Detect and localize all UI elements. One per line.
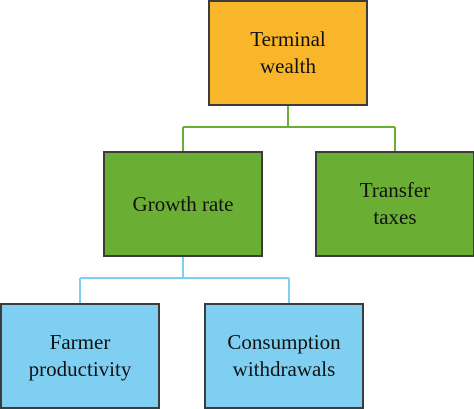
terminal-wealth-label: Terminal wealth <box>250 26 326 80</box>
transfer-taxes-box: Transfer taxes <box>315 151 474 257</box>
root-to-level2-connectors <box>182 106 396 151</box>
terminal-wealth-box: Terminal wealth <box>208 0 368 106</box>
terminal-wealth-line2: wealth <box>260 54 316 78</box>
farmer-productivity-label: Farmer productivity <box>29 329 132 383</box>
growth-rate-label: Growth rate <box>133 191 234 218</box>
farmer-productivity-line1: Farmer <box>49 330 111 354</box>
terminal-wealth-line1: Terminal <box>250 27 326 51</box>
transfer-taxes-label: Transfer taxes <box>360 177 430 231</box>
transfer-taxes-line1: Transfer <box>359 178 431 202</box>
consumption-withdrawals-box: Consumption withdrawals <box>204 303 364 409</box>
consumption-withdrawals-line2: withdrawals <box>232 357 336 381</box>
growth-rate-line1: Growth rate <box>132 191 234 216</box>
consumption-withdrawals-line1: Consumption <box>227 330 341 354</box>
farmer-productivity-line2: productivity <box>28 357 132 381</box>
consumption-withdrawals-label: Consumption withdrawals <box>227 329 340 383</box>
growth-to-level3-connectors <box>79 257 290 303</box>
farmer-productivity-box: Farmer productivity <box>0 303 160 409</box>
transfer-taxes-line2: taxes <box>373 205 417 229</box>
growth-rate-box: Growth rate <box>103 151 263 257</box>
